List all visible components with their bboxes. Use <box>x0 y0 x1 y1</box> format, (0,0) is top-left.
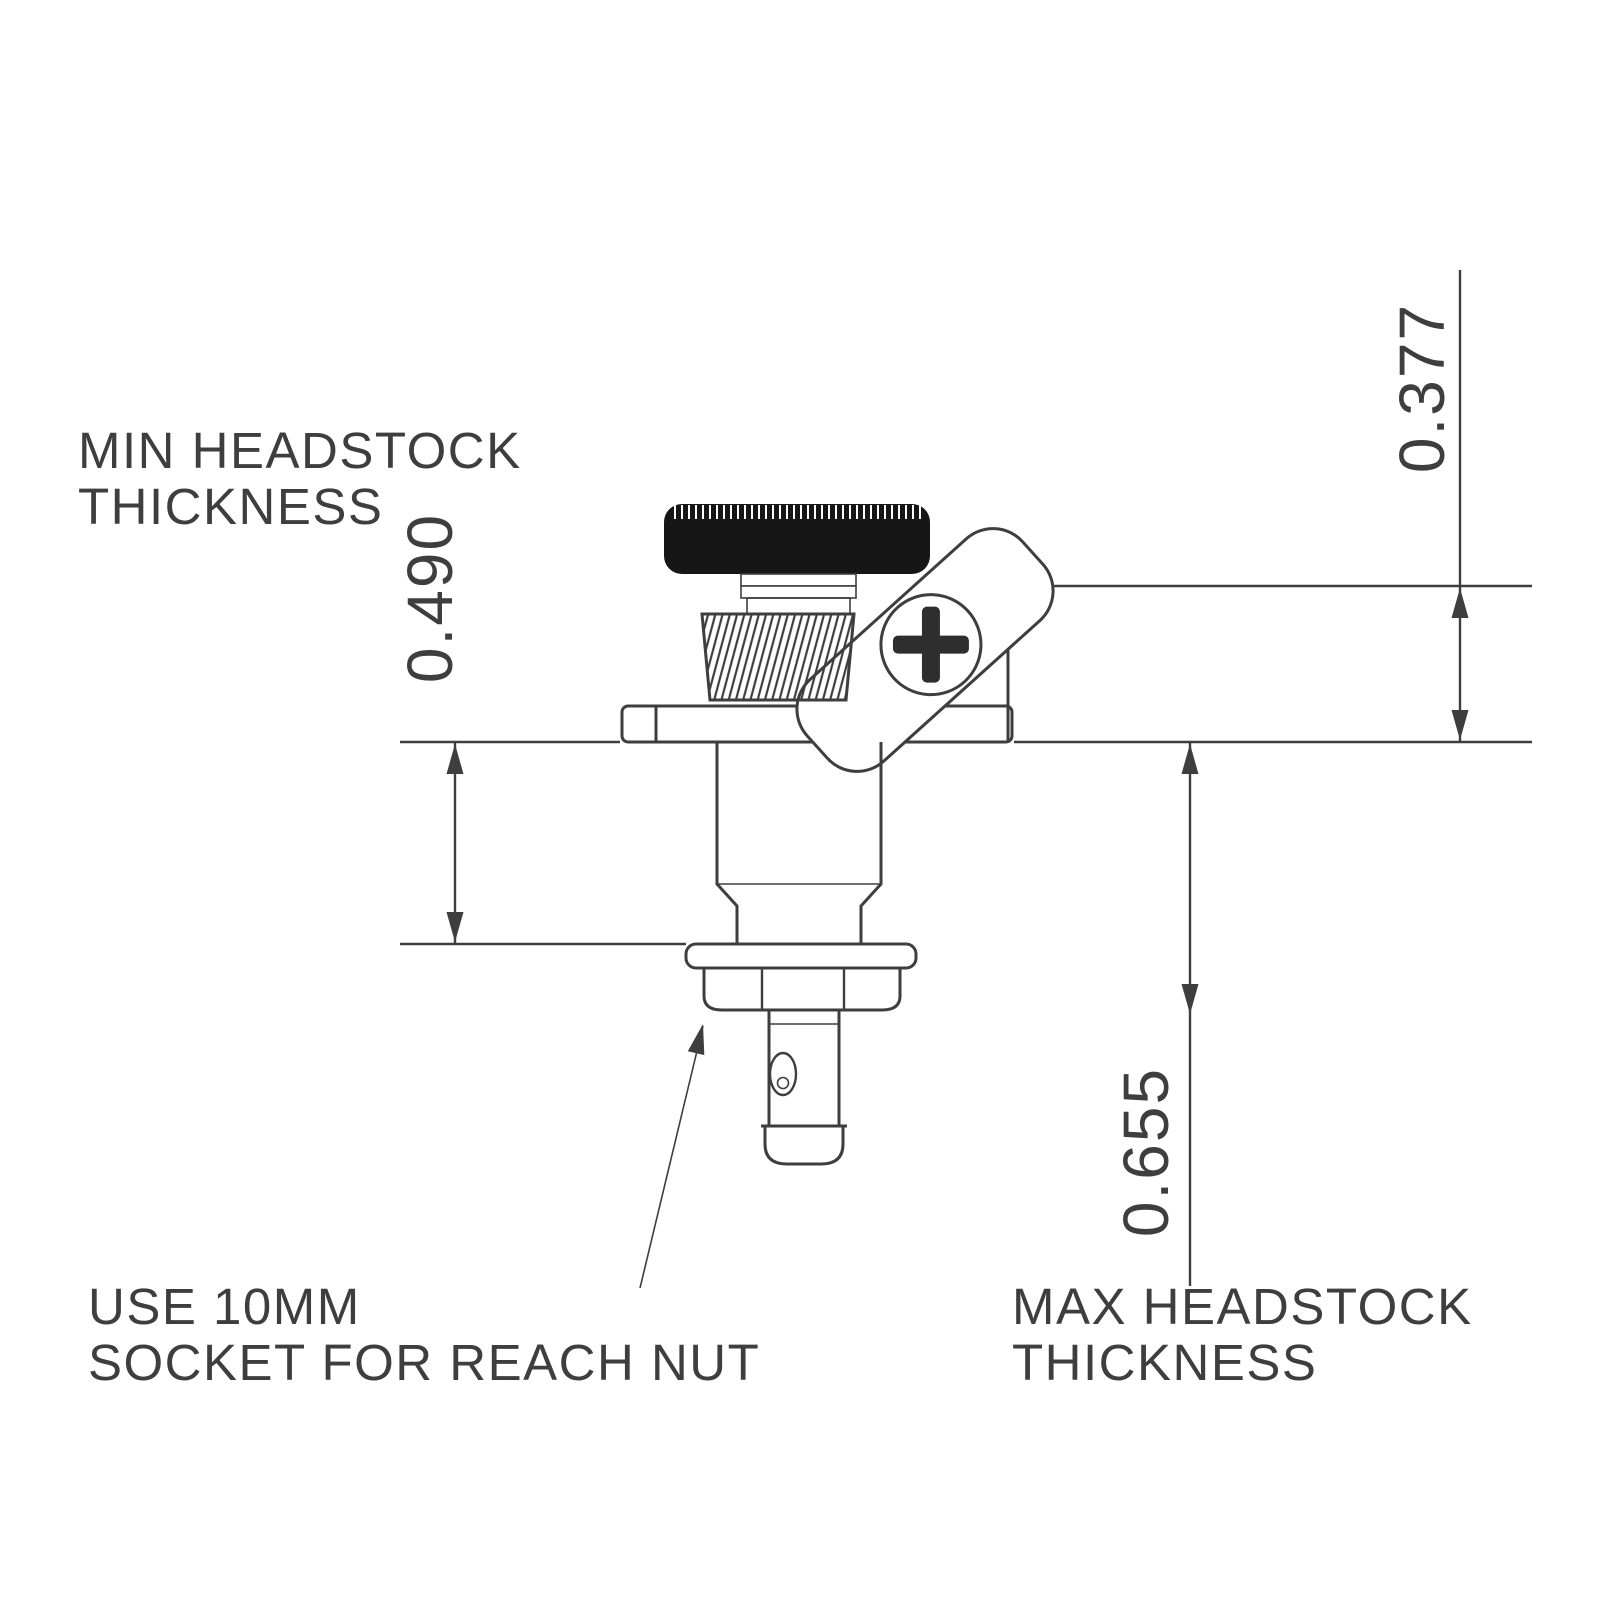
leader-line <box>639 1025 704 1289</box>
max-headstock-label-line2: THICKNESS <box>1012 1334 1317 1391</box>
post-cap <box>763 1124 845 1166</box>
string-hole <box>768 1051 798 1097</box>
dimension-tab-height: 0.377 <box>1386 270 1469 742</box>
knob-collar <box>740 573 857 615</box>
socket-note-line2: SOCKET FOR REACH NUT <box>88 1334 760 1391</box>
bushing-left-edge <box>715 742 739 944</box>
nut-body <box>702 966 902 1012</box>
max-headstock-label-line1: MAX HEADSTOCK <box>1012 1278 1473 1335</box>
annotations: MIN HEADSTOCK THICKNESS USE 10MM SOCKET … <box>78 422 1473 1391</box>
string-post <box>761 1010 847 1166</box>
threaded-stem <box>746 597 851 615</box>
leader-line-socket-note <box>639 1022 712 1289</box>
bushing-right-edge <box>859 742 883 944</box>
washer <box>684 942 918 970</box>
socket-note-line1: USE 10MM <box>88 1278 361 1335</box>
screw-tab <box>795 527 1055 773</box>
hex-nut <box>702 966 902 1012</box>
dimension-max-headstock: 0.655 <box>1110 742 1199 1286</box>
bushing <box>715 742 883 944</box>
tuner-diagram <box>620 504 1055 1166</box>
hole-slot <box>768 1051 798 1097</box>
min-headstock-label-line2: THICKNESS <box>78 478 383 535</box>
dimension-min-headstock: 0.490 <box>394 513 466 944</box>
arrowhead-leader <box>687 1022 712 1056</box>
knurling <box>670 505 924 519</box>
arrowhead-down <box>1451 710 1469 740</box>
collar-washer-1 <box>740 573 857 587</box>
collar-washer-2 <box>740 585 857 599</box>
arrowhead-down <box>1181 984 1199 1014</box>
arrowhead-up <box>1451 588 1469 618</box>
dimension-value-0490: 0.490 <box>394 513 466 683</box>
tuner-knob <box>664 504 930 574</box>
hole-circle <box>776 1076 790 1090</box>
arrowhead-down <box>446 912 464 942</box>
worm-gear <box>700 612 856 702</box>
knob-body <box>664 504 930 574</box>
arrowhead-up <box>446 744 464 774</box>
phillips-horizontal-slot <box>892 635 969 654</box>
dimension-value-0655: 0.655 <box>1110 1067 1182 1237</box>
arrowhead-up <box>1181 744 1199 774</box>
min-headstock-label-line1: MIN HEADSTOCK <box>78 422 522 479</box>
dimension-value-0377: 0.377 <box>1386 303 1458 473</box>
reference-lines <box>400 584 1532 946</box>
phillips-screw-icon <box>892 606 969 683</box>
